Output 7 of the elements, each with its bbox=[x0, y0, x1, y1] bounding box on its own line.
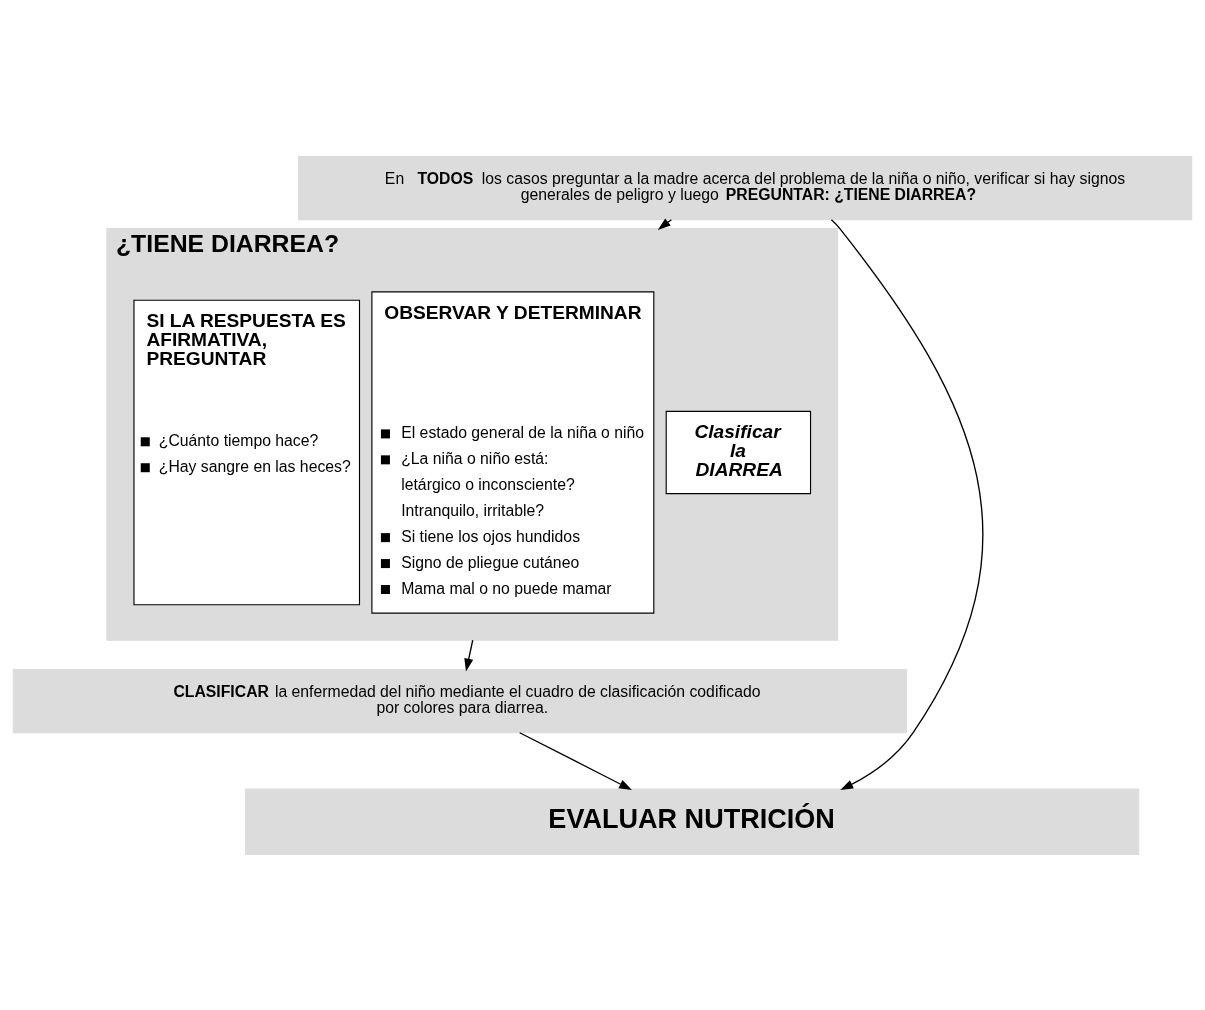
arrow bbox=[464, 639, 474, 671]
node-box: EVALUAR NUTRICIÓN bbox=[245, 788, 1140, 855]
arrow bbox=[830, 218, 984, 790]
arrow bbox=[519, 731, 632, 790]
node-box: CLASIFICAR la enfermedad del niño mediante el cuadro de clasificación codificado por colores para diarrea. bbox=[12, 668, 907, 733]
node-box: En TODOS los casos preguntar a la madre acerca del problema de la niña o niño, verificar si hay signos generales de peligro y luego PREGUNTAR: ¿TIENE DIARREA? bbox=[298, 155, 1193, 220]
node-box: Clasificar la DIARREA bbox=[665, 410, 812, 494]
